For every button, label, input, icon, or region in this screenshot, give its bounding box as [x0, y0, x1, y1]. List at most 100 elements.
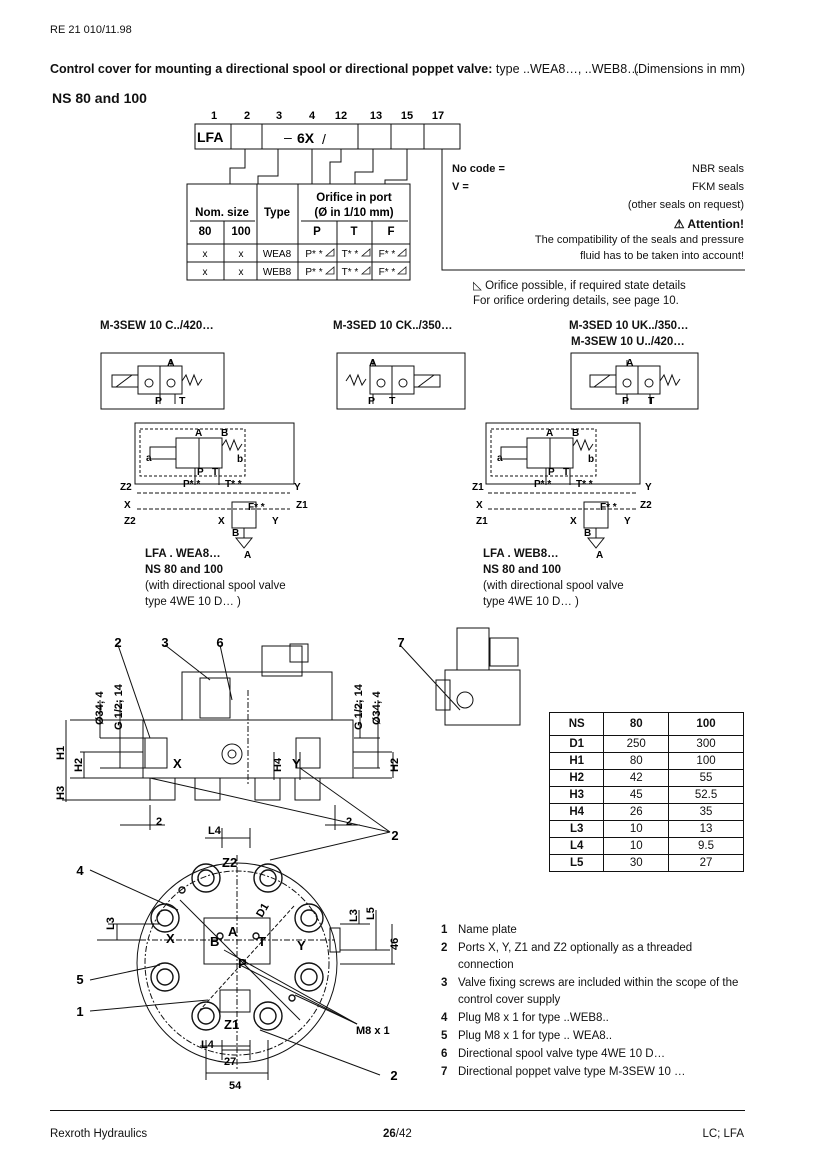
dim-h4: H4	[272, 757, 284, 772]
caption-left-3: (with directional spool valve	[145, 580, 286, 592]
dim-h1: H1	[55, 746, 67, 760]
hydraulic-symbols: A P T A P T A P T A B a b P T P* * T* * …	[100, 352, 699, 561]
row2-t: T* *	[342, 267, 359, 278]
dimensions-note: (Dimensions in mm)	[633, 62, 745, 76]
orifice-triangle-icon: ◺	[473, 280, 482, 292]
dim-27: 27	[224, 1056, 236, 1068]
port-x-side: X	[173, 756, 182, 771]
dim-l3-left: L3	[105, 917, 117, 930]
page-total: /42	[395, 1128, 412, 1140]
caption-left-2: NS 80 and 100	[145, 564, 223, 576]
pos-15: 15	[401, 110, 413, 122]
dim-2-left: 2	[156, 816, 162, 828]
page-number: 26/42	[383, 1128, 412, 1140]
pos-3: 3	[276, 110, 282, 122]
callout-6: 6	[216, 635, 223, 650]
th-80: 80	[199, 226, 212, 238]
ordering-code-diagram: 1 2 3 4 12 13 15 17 LFA – 6X /	[186, 110, 745, 281]
port-y-side: Y	[292, 756, 301, 771]
th-orifice-unit: (Ø in 1/10 mm)	[314, 207, 393, 219]
callout-1: 1	[76, 1004, 83, 1019]
symbol-title-mid: M-3SED 10 CK../350…	[333, 320, 453, 332]
lc-b-small: b	[237, 454, 243, 465]
th-type: Type	[264, 207, 290, 219]
caption-right-1: LFA . WEB8…	[483, 548, 559, 560]
rc-yz2: Y	[624, 516, 631, 527]
attention-line-1: The compatibility of the seals and press…	[534, 234, 744, 246]
rc-tstar: T* *	[576, 479, 593, 490]
code-dash: –	[284, 129, 292, 145]
sym-right-a: A	[626, 357, 634, 369]
dim-h2-right: H2	[389, 758, 401, 772]
caption-left-1: LFA . WEA8…	[145, 548, 221, 560]
dim-l4-top: L4	[208, 825, 222, 837]
sym-mid-a: A	[369, 357, 377, 369]
attention-text: Attention!	[687, 217, 744, 231]
dim-54: 54	[229, 1080, 242, 1092]
code-slash: /	[322, 131, 326, 147]
plug-m8: M8 x 1	[356, 1025, 390, 1037]
dim-h2-left: H2	[73, 758, 85, 772]
symbol-title-right-2: M-3SEW 10 U../420…	[571, 336, 685, 348]
page-current: 26	[383, 1128, 396, 1140]
dims-header-ns: NS	[548, 712, 605, 736]
th-100: 100	[231, 226, 250, 238]
row1-t: T* *	[342, 249, 359, 260]
pos-2: 2	[244, 110, 250, 122]
rc-t: T	[563, 467, 569, 478]
caption-right-4: type 4WE 10 D… )	[483, 596, 579, 608]
row2-f: F* *	[379, 267, 396, 278]
warning-icon: ⚠	[673, 217, 685, 231]
rc-x: X	[476, 500, 483, 511]
pos-12: 12	[335, 110, 347, 122]
port-x-plan: X	[166, 931, 175, 946]
pos-1: 1	[211, 110, 217, 122]
dim-l4-bottom: L4	[201, 1039, 215, 1051]
th-orifice: Orifice in port	[316, 192, 392, 204]
sym-mid-t: T	[389, 395, 396, 407]
rc-b-small: b	[588, 454, 594, 465]
row2-100: x	[239, 267, 244, 278]
lc-b2: B	[232, 528, 239, 539]
document-code: RE 21 010/11.98	[50, 24, 132, 36]
lc-fstar: F* *	[248, 502, 265, 513]
attention-line-2: fluid has to be taken into account!	[580, 250, 744, 262]
lc-t: T	[212, 467, 218, 478]
sym-mid-p: P	[368, 395, 375, 407]
rc-fstar: F* *	[600, 502, 617, 513]
rc-a2: A	[596, 550, 603, 561]
pos-4: 4	[309, 110, 316, 122]
dim-g12-right: G 1/2; 14	[353, 683, 365, 730]
lc-yz1: Y	[272, 516, 279, 527]
code-prefix: LFA	[197, 129, 223, 145]
lc-p: P	[197, 467, 204, 478]
footer-ref: LC; LFA	[702, 1128, 744, 1140]
dim-l3-right: L3	[348, 909, 360, 922]
dims-header-80: 80	[603, 712, 670, 736]
dim-g12-left: G 1/2; 14	[113, 683, 125, 730]
rc-pstar: P* *	[534, 479, 551, 490]
lc-tstar: T* *	[225, 479, 242, 490]
caption-right-3: (with directional spool valve	[483, 580, 624, 592]
callout-2-bottom: 2	[390, 1068, 397, 1083]
callout-2-top: 2	[114, 635, 121, 650]
rc-z1-top: Z1	[472, 482, 484, 493]
footer-company: Rexroth Hydraulics	[50, 1128, 148, 1140]
rc-z2: Z2	[640, 500, 652, 511]
seal-fkm: FKM seals	[692, 181, 744, 193]
row2-80: x	[203, 267, 208, 278]
title-bold: Control cover for mounting a directional…	[50, 62, 493, 76]
sym-left-a: A	[167, 357, 175, 369]
rc-a-small: a	[497, 453, 503, 464]
